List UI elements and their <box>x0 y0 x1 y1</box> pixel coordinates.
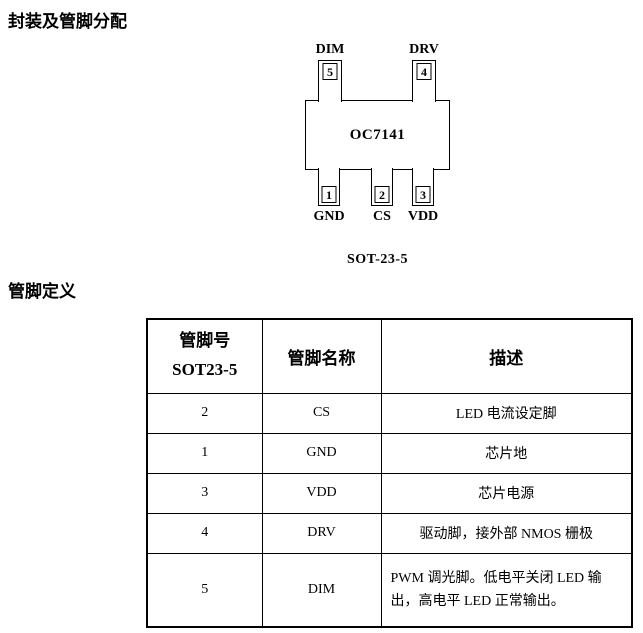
cell-pin-name: DIM <box>261 552 382 628</box>
pin-label-drv: DRV <box>409 42 439 57</box>
header-pin-number: 管脚号 SOT23-5 <box>146 318 263 394</box>
cell-pin-description: LED 电流设定脚 <box>380 392 633 434</box>
header-description: 描述 <box>380 318 633 394</box>
cell-pin-description: PWM 调光脚。低电平关闭 LED 输出，高电平 LED 正常输出。 <box>380 552 633 628</box>
pin-label-cs: CS <box>373 209 391 224</box>
cell-pin-number: 3 <box>146 472 263 514</box>
header-pin-name: 管脚名称 <box>261 318 382 394</box>
pin-number-2: 2 <box>374 186 390 203</box>
pin-1: 1 <box>318 168 340 206</box>
pin-number-1: 1 <box>321 186 337 203</box>
chip-body: OC7141 <box>305 100 450 170</box>
chip-part-number: OC7141 <box>349 126 406 143</box>
pin-label-gnd: GND <box>313 209 345 224</box>
pin-3: 3 <box>412 168 434 206</box>
cell-pin-name: GND <box>261 432 382 474</box>
pin-definition-table: 管脚号 SOT23-5 管脚名称 描述 2 CS LED 电流设定脚 1 GND… <box>146 318 633 628</box>
package-name-label: SOT-23-5 <box>346 252 409 267</box>
cell-pin-name: VDD <box>261 472 382 514</box>
pin-2: 2 <box>371 168 393 206</box>
cell-pin-description: 驱动脚，接外部 NMOS 栅极 <box>380 512 633 554</box>
header-pin-number-line2: SOT23-5 <box>172 360 238 380</box>
table-row: 3 VDD 芯片电源 <box>146 472 633 514</box>
cell-pin-description: 芯片地 <box>380 432 633 474</box>
table-row: 2 CS LED 电流设定脚 <box>146 392 633 434</box>
table-header-row: 管脚号 SOT23-5 管脚名称 描述 <box>146 318 633 394</box>
pin-4: 4 <box>412 60 436 102</box>
table-row: 1 GND 芯片地 <box>146 432 633 474</box>
cell-pin-number: 1 <box>146 432 263 474</box>
section-title-pin-definition: 管脚定义 <box>8 282 76 302</box>
pin-number-5: 5 <box>322 63 338 80</box>
pin-number-4: 4 <box>416 63 432 80</box>
pin-label-dim: DIM <box>315 42 345 57</box>
cell-pin-name: DRV <box>261 512 382 554</box>
header-pin-number-line1: 管脚号 <box>179 331 231 351</box>
pin-5: 5 <box>318 60 342 102</box>
table-row: 4 DRV 驱动脚，接外部 NMOS 栅极 <box>146 512 633 554</box>
cell-pin-number: 4 <box>146 512 263 554</box>
table-row: 5 DIM PWM 调光脚。低电平关闭 LED 输出，高电平 LED 正常输出。 <box>146 552 633 628</box>
cell-pin-number: 5 <box>146 552 263 628</box>
section-title-package-pin-assignment: 封装及管脚分配 <box>8 12 127 32</box>
cell-pin-number: 2 <box>146 392 263 434</box>
cell-pin-description: 芯片电源 <box>380 472 633 514</box>
cell-pin-name: CS <box>261 392 382 434</box>
pin-number-3: 3 <box>415 186 431 203</box>
pin-label-vdd: VDD <box>407 209 439 224</box>
